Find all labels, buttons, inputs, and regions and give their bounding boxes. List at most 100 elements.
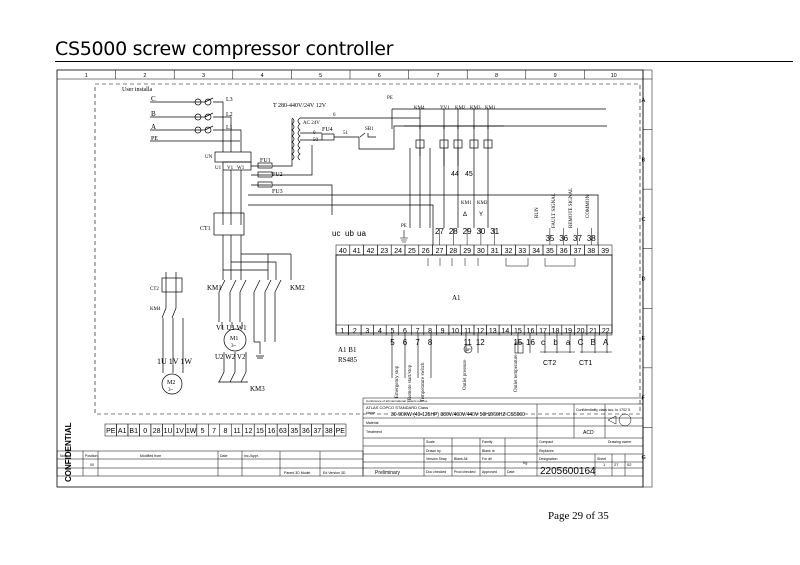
terminal-label: 26 <box>422 248 430 255</box>
terminal-label: 31 <box>491 248 499 255</box>
relay-label: 36 <box>559 234 568 243</box>
motor-m1-sub: 3~ <box>231 344 237 349</box>
tb-sheet-label: Sheet <box>597 457 606 461</box>
tb-approved: Approved <box>482 470 497 474</box>
page-title: CS5000 screw compressor controller <box>55 38 394 60</box>
strip-label: 11 <box>233 428 240 435</box>
km2-y-label: KM2 <box>477 201 488 206</box>
km1-top-label: KM1 <box>485 106 496 111</box>
motor-m1-label: M1 <box>230 336 238 342</box>
transformer <box>291 108 607 161</box>
strip-label: PE <box>106 428 116 435</box>
l3-label: L3 <box>226 97 233 103</box>
ac24-label: AC 24V <box>303 121 320 126</box>
strip-label: 35 <box>290 428 298 435</box>
strip-label: A1 <box>118 428 127 435</box>
tb-replaces-label: Replaces <box>539 449 554 453</box>
column-label: 1 <box>85 73 88 79</box>
terminal-label: 10 <box>451 328 459 335</box>
user-install-label: User installa <box>122 87 152 93</box>
relay-label: 35 <box>545 234 554 243</box>
km4-label: KM4 <box>150 307 161 312</box>
strip-label: 38 <box>325 428 333 435</box>
column-label: 9 <box>554 73 557 79</box>
fu1-label: FU1 <box>260 158 271 164</box>
v0-label: 0 <box>313 131 316 136</box>
terminal-label: 17 <box>539 328 547 335</box>
terminal-label: 34 <box>532 248 540 255</box>
terminal-label: 1 <box>340 328 344 335</box>
terminal-label: 40 <box>339 248 347 255</box>
fan-terminals-label: 1U 1V 1W <box>157 357 192 366</box>
terminal-label: 32 <box>505 248 513 255</box>
strip-label: 1W <box>186 428 197 435</box>
tb-treatment-label: Treatment <box>366 430 382 434</box>
u1-label: U1 <box>215 166 222 171</box>
relay-label: 37 <box>573 234 582 243</box>
wire-45-label: 45 <box>465 171 473 178</box>
remote-start-label: Remote start/stop <box>408 364 413 400</box>
v6-label: 6 <box>333 113 336 118</box>
terminal-label: 13 <box>489 328 497 335</box>
tb-date2-label: Date <box>220 454 227 458</box>
tb-version-label: Version Shap <box>426 457 447 461</box>
wire-44-label: 44 <box>451 171 459 178</box>
terminal-label: 27 <box>436 248 444 255</box>
pe-mid-label: PE <box>401 224 407 229</box>
strip-label: 8 <box>224 428 228 435</box>
km3-top-label: KM3 <box>470 106 481 111</box>
tb-of: 27 <box>614 462 619 467</box>
terminal-label: 23 <box>380 248 388 255</box>
strip-cell <box>334 423 347 437</box>
column-label: 7 <box>436 73 439 79</box>
km2-label: KM2 <box>290 284 305 292</box>
terminal-label: 35 <box>546 248 554 255</box>
motor-m2-sub: 3~ <box>168 388 174 393</box>
phase-b-label: B <box>151 110 156 118</box>
row-label: G <box>642 455 646 461</box>
bottom-wire-label: 16 <box>526 338 535 347</box>
bottom-wire-label: b <box>553 338 558 347</box>
row-label: D <box>642 277 646 283</box>
tb-modified-label: Modified from <box>140 454 161 458</box>
main-distribution <box>213 119 599 280</box>
terminal-label: 3 <box>365 328 369 335</box>
tb-position-label: Position <box>85 454 98 458</box>
terminal-label: 33 <box>518 248 526 255</box>
km3-label: KM3 <box>250 385 265 393</box>
sb1-label: SB1 <box>365 127 374 132</box>
column-label: 2 <box>143 73 146 79</box>
column-label: 3 <box>202 73 205 79</box>
tb-drawn-label: Drawn by <box>426 449 441 453</box>
km2-top-label: KM2 <box>455 106 466 111</box>
tb-blank-all: Blank All <box>454 457 468 461</box>
terminal-label: 41 <box>353 248 361 255</box>
strip-label: B1 <box>129 428 138 435</box>
km1-d-label: KM1 <box>461 201 472 206</box>
v1u1w1-label: V1 U1 W1 <box>216 324 247 332</box>
terminal-label: 30 <box>477 248 485 255</box>
bottom-wire-label: 11 <box>464 338 473 347</box>
l2-label: L2 <box>226 112 233 118</box>
fu3-label: FU3 <box>272 189 283 195</box>
terminal-label: 22 <box>602 328 610 335</box>
common-label: COMMON <box>586 195 591 218</box>
tb-designation-label: Designation <box>539 457 558 461</box>
tb-company: ATLAS COPCO STANDARD Class <box>366 405 428 410</box>
terminal-label: 42 <box>367 248 375 255</box>
terminal-cell <box>599 324 613 336</box>
strip-label: 0 <box>143 428 147 435</box>
km1-label: KM1 <box>207 284 222 292</box>
pe-top-label: PE <box>387 96 393 101</box>
terminal-label: 19 <box>564 328 572 335</box>
row-label: E <box>642 336 646 342</box>
tb-owner-line: Conference of all international patents … <box>366 399 428 403</box>
relay-label: 38 <box>587 234 596 243</box>
confidential-label: CONFIDENTIAL <box>64 422 73 482</box>
terminal-label: 12 <box>476 328 484 335</box>
tb-sheet-no: 1 <box>603 462 606 467</box>
